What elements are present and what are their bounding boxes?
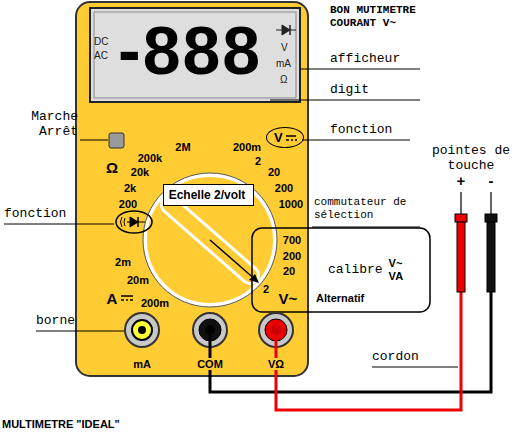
calibre-bracket bbox=[252, 228, 430, 312]
range-value: 200 bbox=[119, 198, 137, 211]
mode-name: Alternatif bbox=[316, 292, 364, 305]
unit-symbol: A bbox=[107, 290, 118, 307]
part-name: Marche Arrêt bbox=[22, 110, 78, 140]
part-name: cordon bbox=[372, 350, 419, 365]
part-name: commutateur de sélection bbox=[314, 196, 426, 221]
range-value: 2 bbox=[255, 155, 261, 168]
part-name: afficheur bbox=[330, 52, 400, 67]
dc-symbol bbox=[121, 136, 297, 300]
knob-pointer bbox=[210, 240, 257, 281]
range-value: 700 bbox=[283, 234, 301, 247]
caption-text: MULTIMETRE "IDEAL" bbox=[2, 418, 120, 431]
unit-symbol: V~ bbox=[279, 290, 298, 307]
polarity-sign: - bbox=[489, 172, 494, 189]
unit-symbol: Ω bbox=[106, 159, 118, 176]
part-name: borne bbox=[36, 314, 75, 329]
diode-symbol bbox=[276, 25, 296, 35]
scale-box: Echelle 2/volt bbox=[163, 184, 254, 206]
meter-body bbox=[76, 2, 308, 376]
part-name: pointes de touche bbox=[431, 144, 511, 174]
display-unit: mA bbox=[276, 58, 291, 70]
display-unit: V bbox=[281, 42, 288, 54]
node-text: Echelle 2/volt bbox=[169, 188, 246, 202]
display-mode: AC bbox=[94, 50, 108, 62]
range-value: 20 bbox=[268, 166, 280, 179]
range-value: 200 bbox=[283, 250, 301, 263]
node-text: V~ VA bbox=[389, 257, 411, 281]
power-button bbox=[109, 133, 124, 148]
polarity-sign: + bbox=[457, 172, 466, 189]
range-value: 2 bbox=[263, 283, 269, 296]
terminal-name: VΩ bbox=[266, 358, 286, 371]
display-digits: -888 bbox=[118, 16, 262, 84]
range-value: 2k bbox=[124, 182, 136, 195]
node-text: calibre bbox=[328, 262, 383, 277]
range-value: 2m bbox=[115, 256, 131, 269]
heading: BON MUTIMETRE COURANT V~ bbox=[330, 4, 430, 29]
calibre-box: calibre V~ VA bbox=[322, 254, 419, 285]
part-name: fonction bbox=[330, 123, 392, 138]
node-text: V bbox=[274, 130, 283, 145]
selector-ring bbox=[145, 175, 275, 305]
range-value: 20m bbox=[127, 274, 149, 287]
leader-lines bbox=[4, 69, 458, 367]
range-value: 20 bbox=[283, 265, 295, 278]
range-value: 200 bbox=[275, 182, 293, 195]
red-cord bbox=[276, 292, 461, 410]
range-value: 2M bbox=[175, 141, 190, 154]
display-mode: DC bbox=[94, 36, 108, 48]
function-oval bbox=[116, 211, 152, 233]
range-value: 200k bbox=[138, 152, 162, 165]
black-cord bbox=[210, 292, 491, 392]
display-unit: Ω bbox=[280, 74, 287, 86]
range-value: 20k bbox=[131, 166, 149, 179]
part-name: fonction bbox=[4, 207, 66, 222]
test-probes bbox=[455, 192, 497, 292]
range-value: 200m bbox=[233, 141, 261, 154]
function-oval: V bbox=[266, 127, 304, 148]
range-value: 200m bbox=[141, 297, 169, 310]
terminal-name: mA bbox=[131, 358, 153, 371]
terminal-name: COM bbox=[195, 358, 225, 371]
range-value: 1000 bbox=[279, 198, 303, 211]
lcd-display bbox=[90, 8, 300, 102]
part-name: digit bbox=[330, 83, 369, 98]
